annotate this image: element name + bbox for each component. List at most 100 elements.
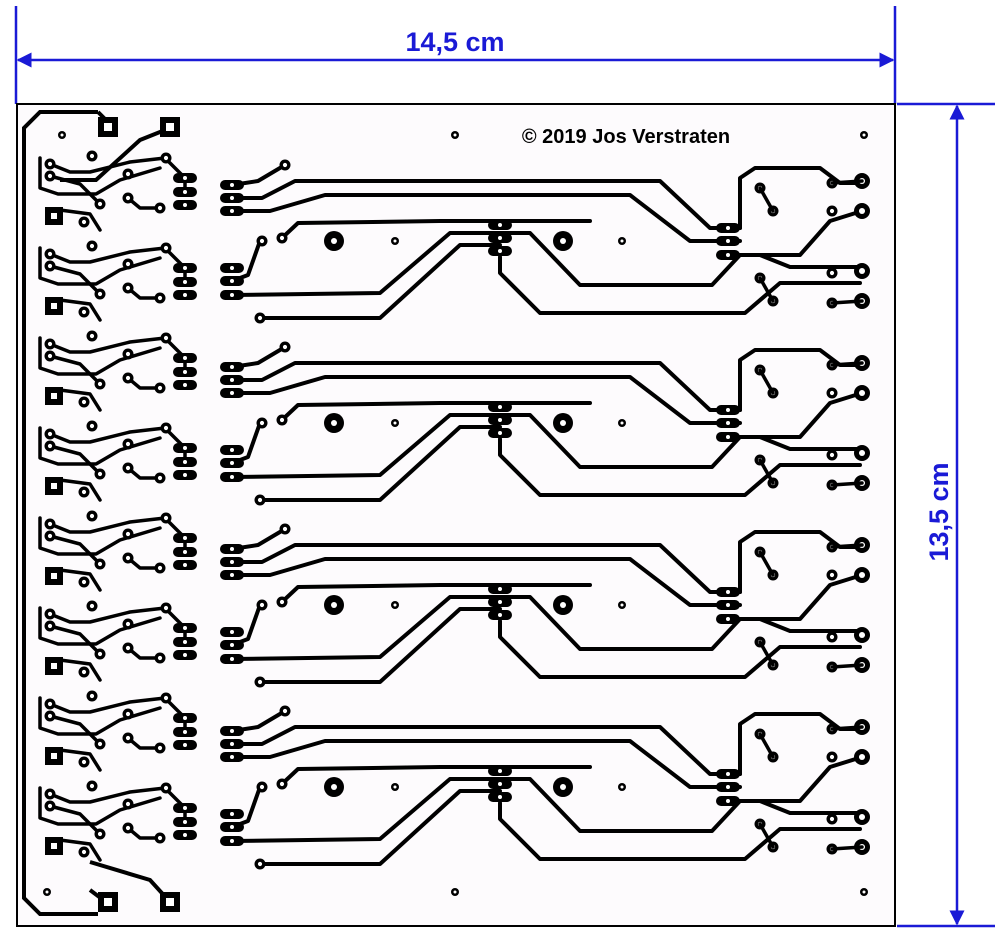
pad-hole [97,561,103,567]
pad-hole [726,785,730,789]
input-block [38,240,197,322]
pad-hole [183,806,187,810]
pad-hole [47,353,53,359]
pad-hole [282,526,288,532]
copper-trace [230,375,742,425]
pad-hole [47,713,53,719]
copper-trace [498,413,862,469]
pad-hole [125,261,131,267]
copper-trace [48,426,167,444]
pad-hole [125,621,131,627]
copper-trace [58,748,102,772]
copper-trace [758,186,775,213]
copper-trace [48,786,167,804]
pad-hole [183,563,187,567]
pad-hole [498,782,502,786]
pad-hole [560,784,566,790]
copper-trace [258,789,502,866]
pad-hole [858,571,866,579]
input-block [38,780,197,862]
copper-trace [830,663,864,669]
pad-hole [183,190,187,194]
channel [220,341,870,506]
copper-trace [498,619,862,679]
copper-trace [230,595,502,661]
channel [220,523,870,688]
pad-hole [230,461,234,465]
pad-hole [230,755,234,759]
copper-trace [258,243,502,320]
pad-hole [230,196,234,200]
copper-trace [230,725,742,776]
pad-hole [81,219,87,225]
pad-hole [125,285,131,291]
pad-hole [331,238,337,244]
pad-hole [257,861,263,867]
pad-hole [157,745,163,751]
pad-hole [125,375,131,381]
pad-hole [726,226,730,230]
pad-hole [858,631,866,639]
copper-trace [498,801,862,861]
pad-hole [183,820,187,824]
pad-hole [230,839,234,843]
pad-hole [279,599,285,605]
copper-trace [758,550,775,577]
pad-hole [97,381,103,387]
pad-hole [81,489,87,495]
copper-trace [58,298,102,322]
copper-trace [48,336,167,354]
pad-hole [157,295,163,301]
copper-trace [280,583,592,604]
pad-hole [51,663,57,669]
height-dimension-label: 13,5 cm [924,462,954,561]
copper-trace [830,543,864,549]
copper-trace [58,388,102,412]
pad-hole [183,743,187,747]
pad-hole [51,483,57,489]
pad-hole [230,365,234,369]
pad-hole [230,183,234,187]
copper-trace [48,624,102,656]
pad-hole [125,351,131,357]
pad-hole [259,784,265,790]
copper-trace [58,478,102,502]
pad-hole [230,266,234,270]
pad-hole [89,513,95,519]
pad-hole [163,335,169,341]
copper-trace [498,777,862,833]
pad-hole [726,772,730,776]
pad-hole [620,785,624,789]
pad-hole [560,602,566,608]
pad-hole [257,679,263,685]
pad-hole [163,605,169,611]
pad-hole [97,201,103,207]
pad-hole [47,791,53,797]
pad-hole [726,590,730,594]
pad-hole [726,239,730,243]
pad-hole [125,195,131,201]
pad-hole [282,344,288,350]
pad-hole [829,208,835,214]
pad-hole [230,209,234,213]
copper-trace [758,822,775,849]
pad-hole [97,471,103,477]
pad-hole [125,735,131,741]
pad-hole [230,547,234,551]
pad-hole [726,421,730,425]
copper-trace [58,208,102,232]
pad-hole [560,420,566,426]
pad-hole [89,783,95,789]
pad-hole [858,267,866,275]
pad-hole [858,753,866,761]
copper-trace [830,179,864,185]
pad-hole [498,769,502,773]
pad-hole [393,785,397,789]
pad-hole [858,449,866,457]
pad-hole [47,341,53,347]
copper-trace [758,276,775,303]
copper-trace [280,765,592,786]
pad-hole [498,405,502,409]
pad-hole [282,708,288,714]
copper-trace [758,368,775,395]
